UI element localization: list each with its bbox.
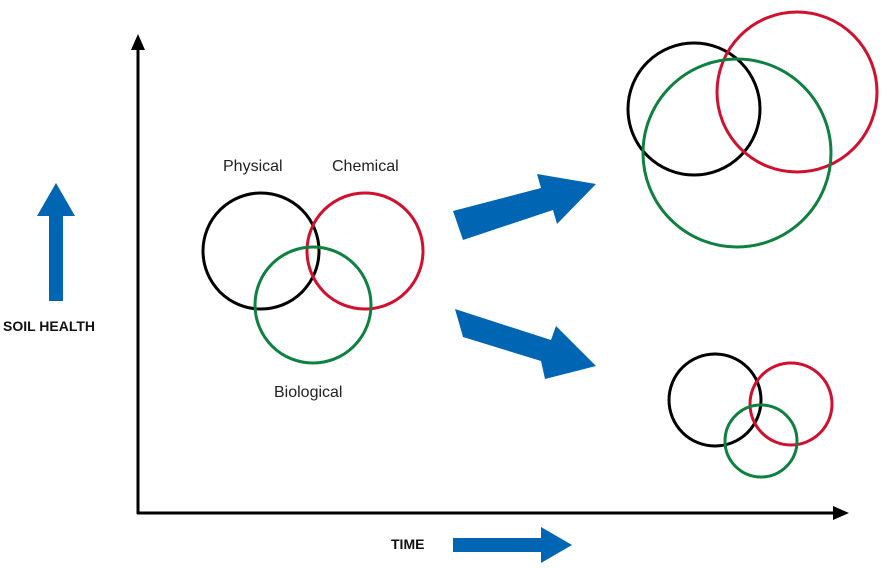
degraded-chemical-circle xyxy=(748,361,834,447)
improvement-arrow-icon xyxy=(453,174,596,240)
improved-chemical-circle xyxy=(715,10,879,174)
improved-soil-venn xyxy=(626,10,879,249)
y-axis-arrowhead-icon xyxy=(131,34,145,50)
x-axis-arrowhead-icon xyxy=(833,506,849,520)
degraded-biological-circle xyxy=(723,403,799,479)
decline-arrow-icon xyxy=(455,309,596,379)
current-soil-venn xyxy=(201,191,425,365)
x-axis-label: TIME xyxy=(391,536,425,552)
degraded-soil-venn xyxy=(667,352,834,479)
improved-physical-circle xyxy=(626,41,762,177)
soil-health-up-arrow-icon xyxy=(37,183,75,301)
time-right-arrow-icon xyxy=(453,527,572,563)
current-chemical-circle xyxy=(305,191,425,311)
biological-label: Biological xyxy=(274,384,343,401)
chemical-label: Chemical xyxy=(332,158,399,175)
current-physical-circle xyxy=(201,191,321,311)
degraded-physical-circle xyxy=(667,352,763,448)
current-biological-circle xyxy=(253,245,373,365)
y-axis-label: SOIL HEALTH xyxy=(3,318,96,334)
improved-biological-circle xyxy=(641,57,833,249)
physical-label: Physical xyxy=(223,158,283,175)
